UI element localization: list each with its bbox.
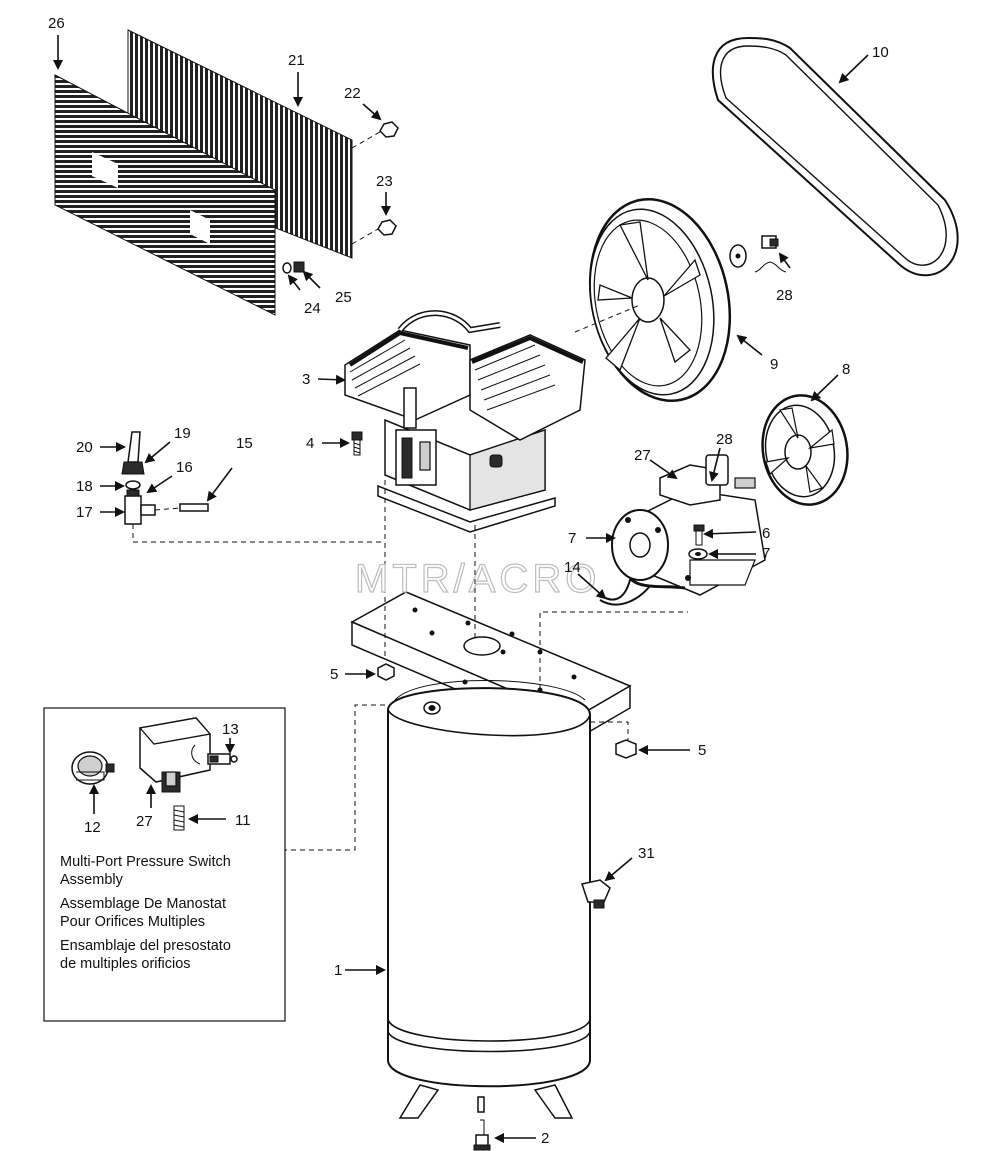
tank-elbow-fitting xyxy=(581,879,611,909)
callout-20: 19 xyxy=(174,425,191,442)
callout-8: 7 xyxy=(568,530,576,547)
tank-nut-left xyxy=(377,663,395,681)
motor-pulley xyxy=(761,394,849,506)
pressure-switch xyxy=(138,717,212,793)
motor-bolt xyxy=(693,524,705,546)
callout-7: 7 xyxy=(762,545,770,562)
pressure-gauge xyxy=(71,751,115,785)
pump-bolt xyxy=(351,431,363,456)
fitting-ring xyxy=(125,480,141,490)
callout-3: 3 xyxy=(302,371,310,388)
callout-12: 11 xyxy=(235,812,251,829)
unloader-valve xyxy=(207,753,238,765)
guard-screw xyxy=(293,261,305,273)
guard-nut-upper xyxy=(379,121,399,138)
callout-19: 18 xyxy=(76,478,93,495)
callout-28: 28 xyxy=(776,287,793,304)
guard-washer xyxy=(282,262,292,274)
tank-nut-right xyxy=(615,739,637,759)
callout-arrows xyxy=(53,35,869,1143)
callout-18: 17 xyxy=(76,504,93,521)
callout-21: 20 xyxy=(76,439,93,456)
electric-motor xyxy=(611,454,766,596)
callout-31: 31 xyxy=(638,845,655,862)
callout-29: 27 xyxy=(634,447,651,464)
pressure-switch-inset: Multi-Port Pressure Switch Assembly Asse… xyxy=(43,707,286,1022)
callout-22: 21 xyxy=(288,52,305,69)
callout-16: 15 xyxy=(236,435,253,452)
inset-caption-es-line2: de multiples orificios xyxy=(60,956,191,972)
drain-valve xyxy=(473,1119,491,1151)
callout-14: 13 xyxy=(222,721,239,738)
watermark-text: MTR/ACRO xyxy=(355,557,600,601)
callout-labels: 26 21 22 23 24 25 10 28 9 8 3 4 20 19 18… xyxy=(48,15,889,1147)
compression-nut xyxy=(121,461,145,475)
callout-13: 12 xyxy=(84,819,101,836)
inset-caption-en-line2: Assembly xyxy=(60,872,124,888)
callout-27: 27 xyxy=(136,813,153,830)
inset-caption-es-line1: Ensamblaje del presostato xyxy=(60,938,231,954)
inset-caption-en-line1: Multi-Port Pressure Switch xyxy=(60,854,231,870)
callout-25: 25 xyxy=(335,289,352,306)
callout-1: 1 xyxy=(334,962,342,979)
callout-23-upper: 22 xyxy=(344,85,361,102)
air-line-tube xyxy=(127,431,141,463)
air-tank xyxy=(387,679,591,1119)
callout-23-lower: 23 xyxy=(376,173,393,190)
inset-caption-fr-line2: Pour Orifices Multiples xyxy=(60,914,205,930)
flywheel-bolt xyxy=(761,235,779,249)
belt-guard-front-panel xyxy=(54,74,276,316)
inset-caption-fr-line1: Assemblage De Manostat xyxy=(60,896,226,912)
callout-10: 9 xyxy=(770,356,778,373)
callout-15: 14 xyxy=(564,559,581,576)
flywheel-washer xyxy=(729,244,747,268)
motor-washer xyxy=(688,548,708,560)
callout-9: 8 xyxy=(842,361,850,378)
guard-nut-lower xyxy=(377,219,397,236)
callout-17: 16 xyxy=(176,459,193,476)
callout-24: 24 xyxy=(304,300,321,317)
callout-2: 2 xyxy=(541,1130,549,1147)
tee-fitting xyxy=(124,489,156,525)
callout-5-right: 5 xyxy=(698,742,706,759)
callout-26: 26 xyxy=(48,15,65,32)
callout-4: 4 xyxy=(306,435,314,452)
check-valve-tube xyxy=(179,503,209,512)
flywheel xyxy=(588,197,732,403)
switch-nipple xyxy=(173,805,185,831)
callout-5-left: 5 xyxy=(330,666,338,683)
callout-6: 6 xyxy=(762,525,770,542)
compressor-pump xyxy=(344,310,586,533)
callout-30: 28 xyxy=(716,431,733,448)
callout-11: 10 xyxy=(872,44,889,61)
drive-belt xyxy=(711,36,959,277)
